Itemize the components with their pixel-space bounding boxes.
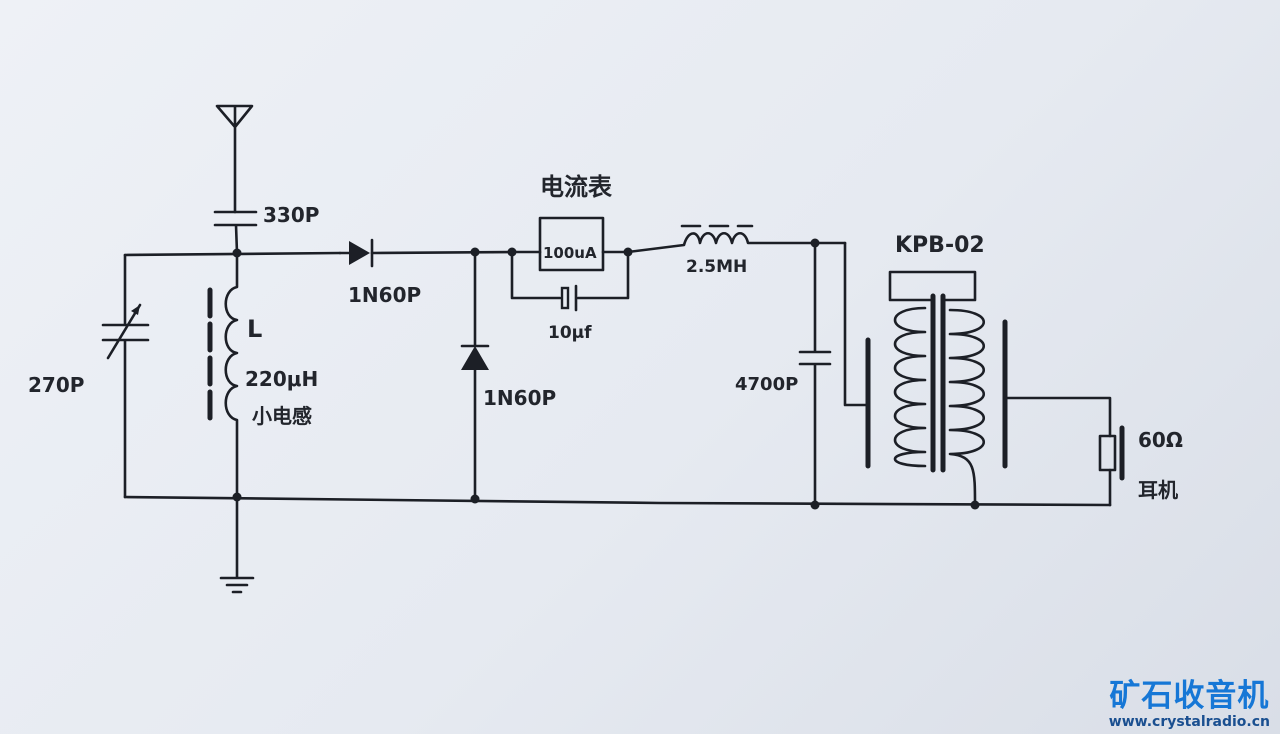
series-diode xyxy=(338,238,374,268)
earphone xyxy=(1003,396,1125,507)
antenna-capacitor xyxy=(213,210,258,255)
inductor-value: 220μH xyxy=(245,367,318,391)
filter-cap-label: 4700P xyxy=(735,374,798,395)
wire-bottom xyxy=(123,495,1112,507)
choke-inductor xyxy=(626,224,847,254)
inductor-note: 小电感 xyxy=(252,404,312,428)
shunt-diode-label: 1N60P xyxy=(483,386,556,410)
transformer xyxy=(843,241,1008,507)
shunt-diode xyxy=(460,250,490,500)
ammeter xyxy=(538,216,605,272)
antenna-icon xyxy=(215,104,254,214)
filter-capacitor xyxy=(798,241,832,507)
meter-value: 100uA xyxy=(543,244,597,262)
watermark-title: 矿石收音机 xyxy=(1109,678,1270,714)
bypass-cap-label: 10μf xyxy=(548,323,592,343)
watermark-url: www.crystalradio.cn xyxy=(1108,714,1270,730)
antenna-cap-label: 330P xyxy=(263,203,319,227)
bypass-capacitor xyxy=(560,284,578,312)
wire-top xyxy=(123,250,514,257)
watermark: 矿石收音机 www.crystalradio.cn xyxy=(1109,678,1270,730)
inductor-name: L xyxy=(247,315,262,343)
choke-label: 2.5MH xyxy=(686,257,747,277)
junction-dots xyxy=(232,238,980,510)
tuning-cap-label: 270P xyxy=(28,373,84,397)
variable-capacitor xyxy=(101,253,150,499)
transformer-label: KPB-02 xyxy=(895,233,985,258)
meter-title: 电流表 xyxy=(540,173,613,201)
tuning-inductor xyxy=(207,251,239,499)
meter-wires xyxy=(510,250,630,300)
earphone-label: 耳机 xyxy=(1138,478,1178,502)
ground-icon xyxy=(219,495,255,594)
earphone-impedance: 60Ω xyxy=(1138,428,1183,452)
series-diode-label: 1N60P xyxy=(348,283,421,307)
